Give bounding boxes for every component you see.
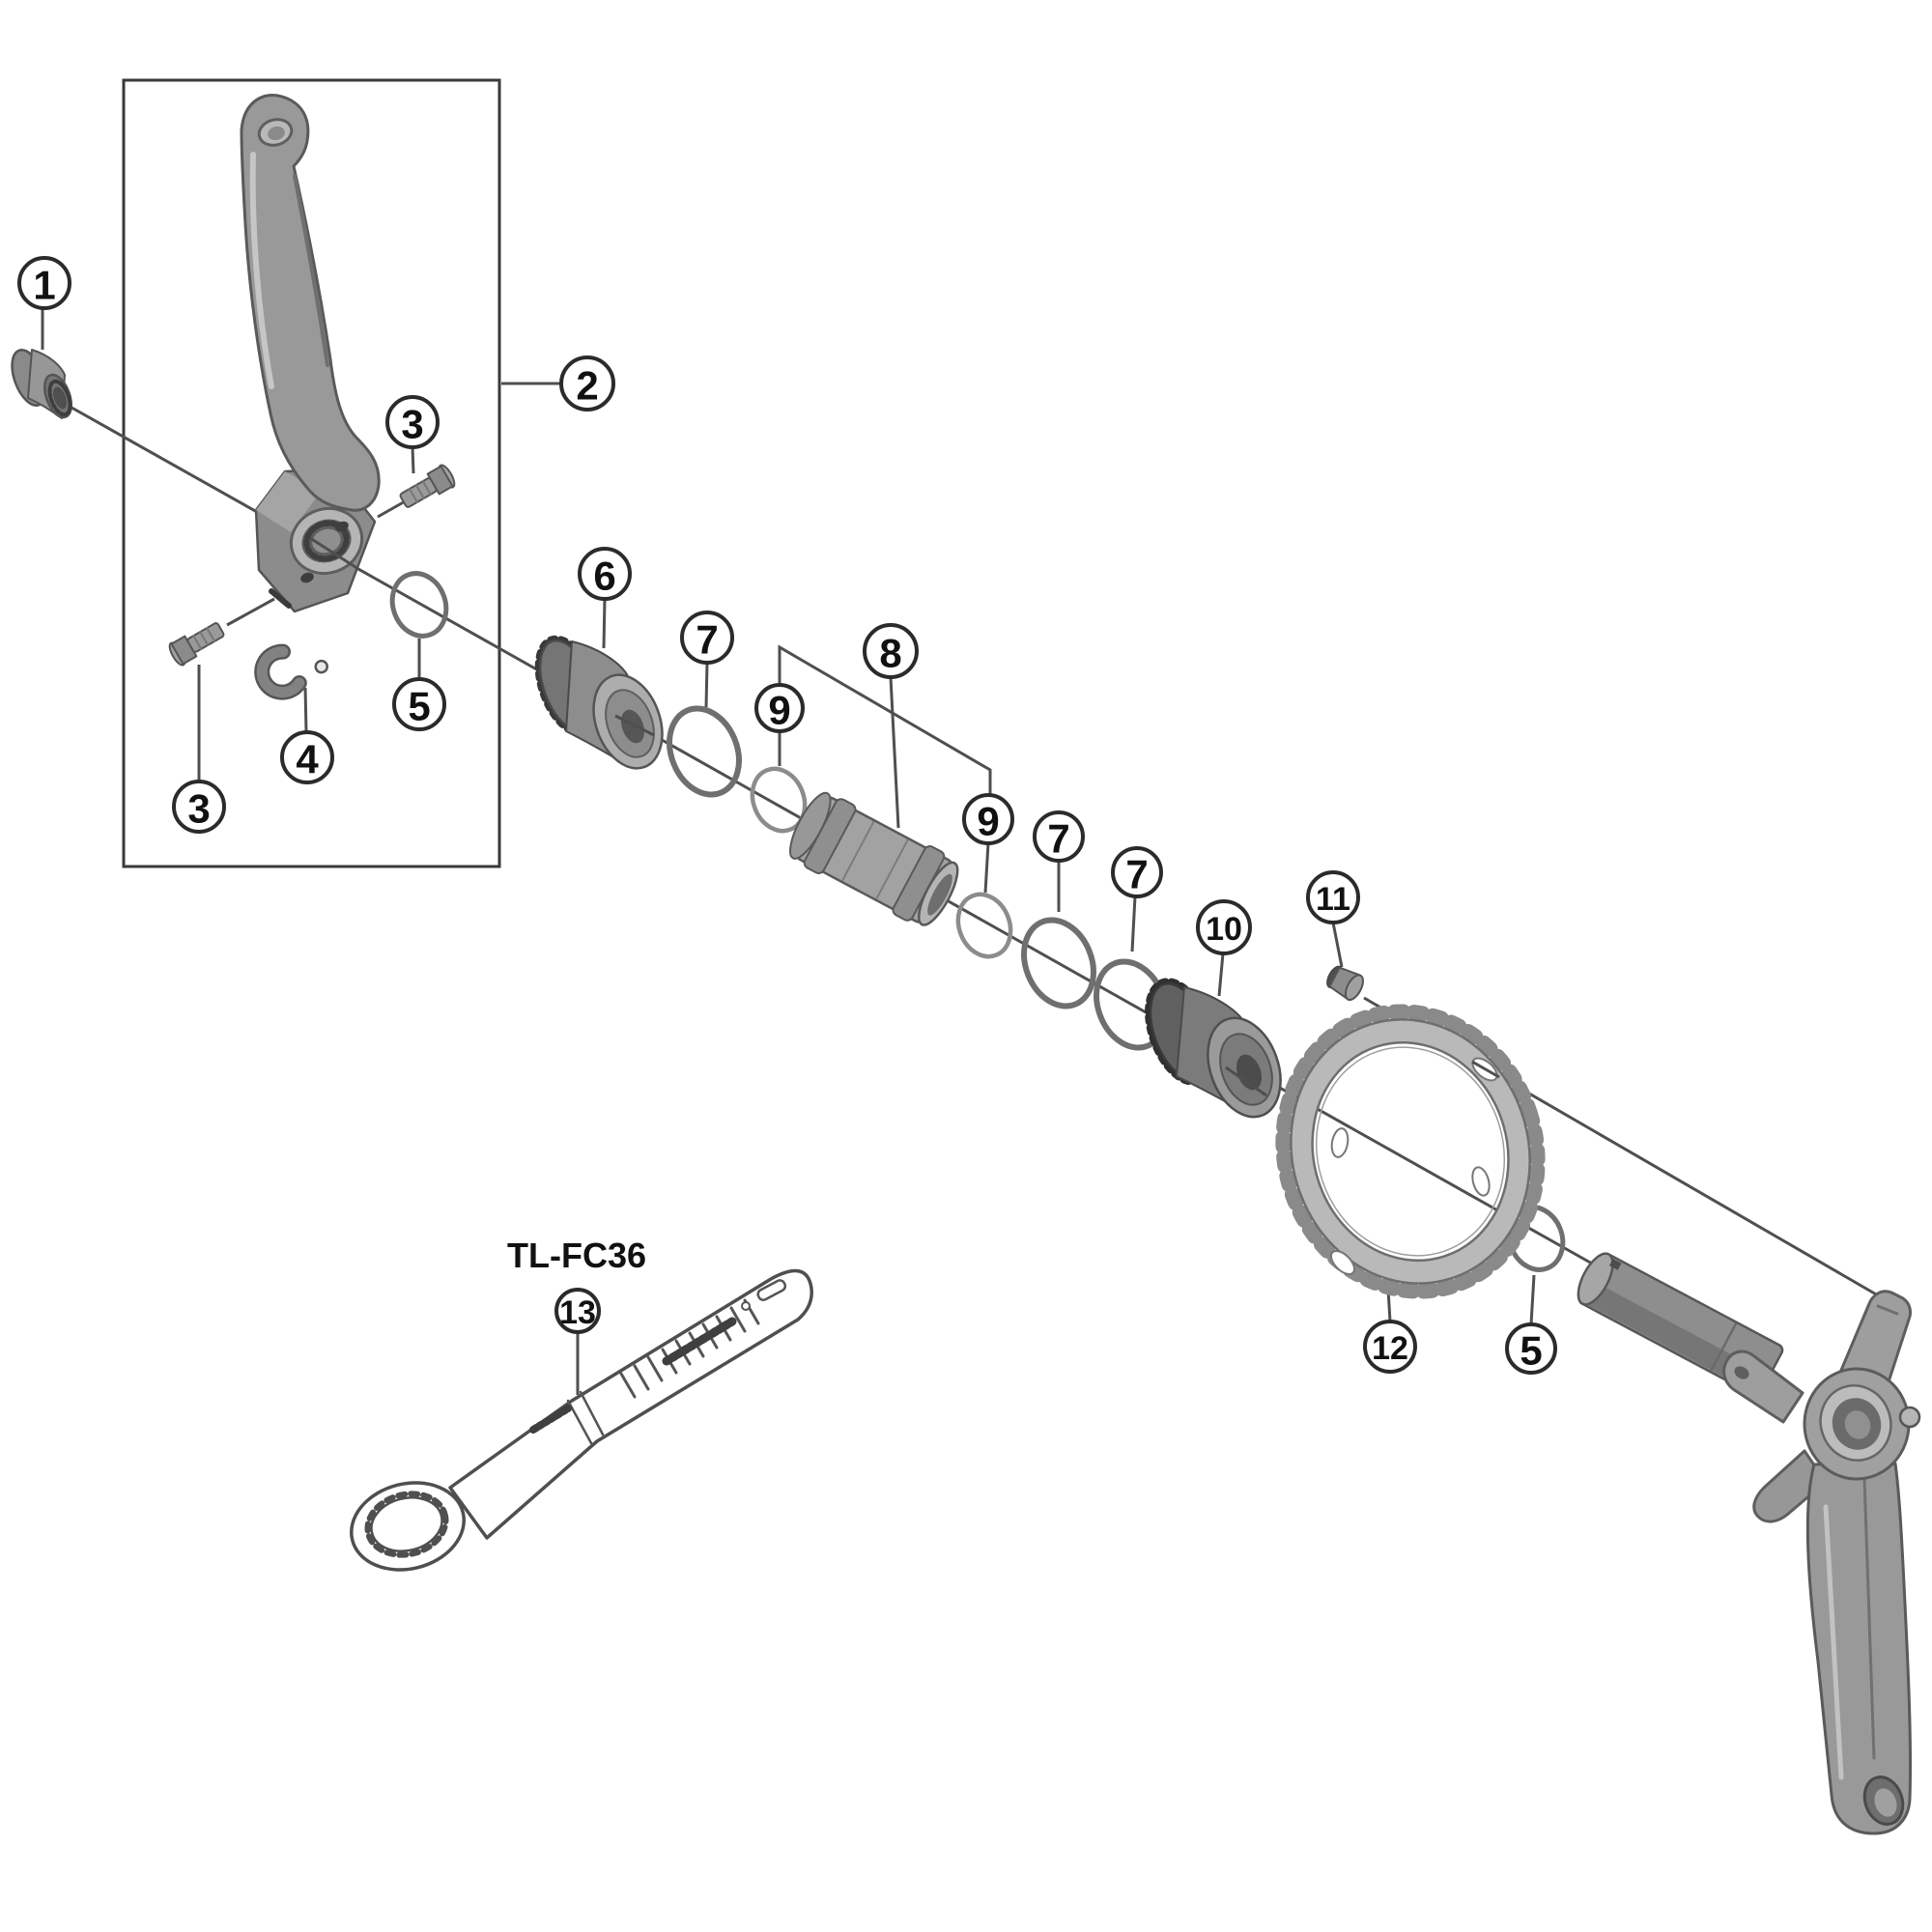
callout-7-10: 7: [1111, 846, 1163, 898]
small-o-ring-2: [955, 892, 1013, 959]
callout-6-7: 6: [578, 547, 632, 601]
axis-through-chainring-hole: [1471, 1060, 1500, 1079]
callout-8-11: 8: [863, 623, 919, 679]
spacer-o-ring-2: [1021, 917, 1096, 1009]
right-crank-arm: [1722, 1290, 1921, 1835]
callout-12-16: 12: [1363, 1320, 1417, 1374]
callout-number: 7: [696, 617, 718, 663]
right-bb-cup: [1145, 978, 1282, 1119]
leader-line-8-11: [889, 676, 900, 829]
callout-number: 10: [1206, 911, 1242, 948]
leader-line-5-6: [1529, 1274, 1536, 1325]
small-o-ring-1: [750, 766, 808, 834]
o-ring-left: [389, 571, 449, 639]
callout-number: 7: [1125, 852, 1148, 897]
leader-line-4-4: [303, 687, 308, 733]
callout-number: 3: [187, 786, 210, 832]
callout-13-17: 13: [554, 1288, 601, 1334]
callout-3-3: 3: [172, 780, 226, 834]
parts-box-frame: [122, 78, 501, 868]
leader-line-3-2: [411, 446, 415, 474]
pinch-bolt-upper: [399, 464, 456, 508]
leader-line-7-10: [1130, 895, 1137, 952]
callout-11-15: 11: [1306, 870, 1360, 924]
axis-through-right-cup: [1225, 1065, 1267, 1097]
callout-9-13: 9: [962, 793, 1014, 845]
callout-number: 6: [593, 554, 615, 599]
stopper-plate: [254, 643, 328, 700]
callout-5-5: 5: [392, 677, 446, 731]
leader-line-11-15: [1331, 922, 1344, 968]
callout-number: 4: [296, 737, 319, 782]
leader-line-7-8: [704, 662, 709, 708]
callout-1-0: 1: [17, 256, 71, 310]
callout-number: 2: [576, 363, 598, 409]
callout-7-9: 7: [1033, 810, 1085, 863]
leader-line-10-14: [1217, 952, 1225, 997]
axis-through-crank-bore: [309, 536, 359, 571]
pinch-bolt-lower: [168, 622, 225, 667]
axis-through-left-cup: [614, 714, 655, 737]
crank-fixing-cap: [11, 349, 72, 419]
leader-line-9-13: [983, 842, 990, 894]
callout-5-6: 5: [1505, 1322, 1557, 1375]
callout-number: 5: [1520, 1328, 1542, 1374]
callout-3-2: 3: [385, 395, 440, 449]
tool-model-label: TL-FC36: [507, 1236, 646, 1275]
callout-10-14: 10: [1196, 899, 1252, 955]
callout-number: 3: [401, 402, 423, 447]
callout-2-1: 2: [559, 355, 615, 412]
left-bb-cup: [534, 635, 664, 770]
callout-number: 1: [33, 263, 55, 308]
axis-overlay-segments: [309, 536, 1500, 1097]
bb-wrench-tool: [350, 1268, 813, 1572]
callout-number: 12: [1372, 1330, 1408, 1367]
inner-cover-sleeve: [789, 791, 959, 926]
o-ring-pair-bracket: [778, 644, 992, 795]
spacer-o-ring-1: [667, 705, 742, 798]
pinch-bolt-lower-axis: [226, 597, 275, 627]
callout-number: 7: [1047, 816, 1069, 862]
chainring-bolt: [1326, 965, 1364, 1002]
chainring: [1275, 1004, 1546, 1299]
callout-number: 11: [1316, 881, 1350, 918]
callout-number: 9: [768, 688, 790, 733]
callout-number: 9: [977, 799, 999, 844]
callout-number: 5: [408, 684, 430, 729]
callout-7-8: 7: [680, 611, 734, 665]
leader-line-6-7: [602, 598, 607, 649]
callout-number: 13: [559, 1294, 596, 1331]
callout-4-4: 4: [280, 730, 334, 784]
left-crank-arm: [240, 94, 381, 613]
callout-number: 8: [879, 631, 901, 676]
crank-cap-bolt: [1898, 1406, 1921, 1429]
callout-9-12: 9: [754, 683, 805, 733]
